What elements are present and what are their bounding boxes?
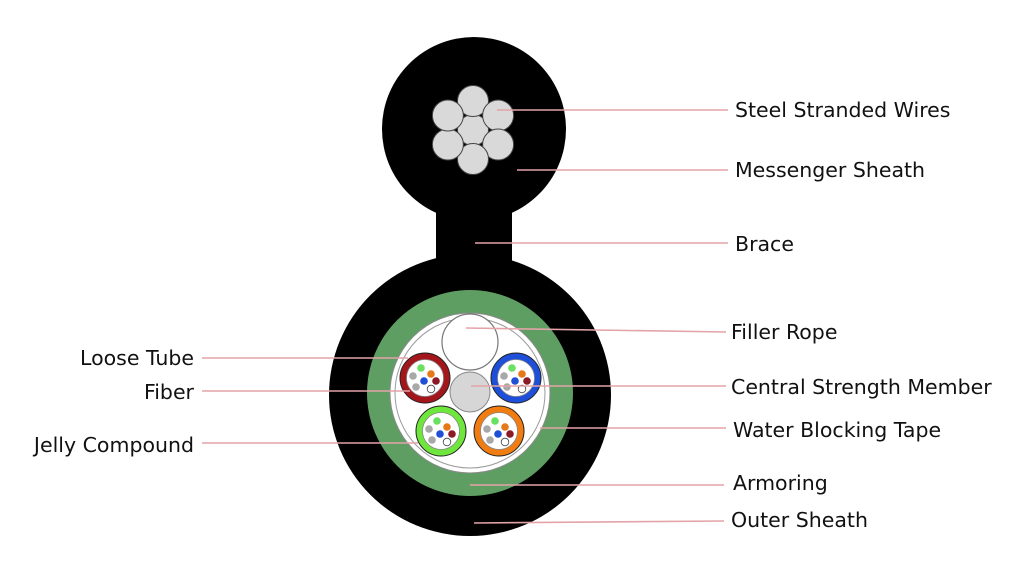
label-jelly-compound: Jelly Compound bbox=[32, 433, 194, 457]
leader-outer-sheath bbox=[473, 520, 725, 524]
fiber bbox=[506, 430, 514, 438]
label-filler-rope: Filler Rope bbox=[731, 320, 837, 344]
fiber bbox=[500, 372, 508, 380]
steel-stranded-wires bbox=[431, 85, 515, 175]
fiber bbox=[426, 384, 436, 394]
label-armoring: Armoring bbox=[733, 471, 828, 495]
filler-rope bbox=[441, 313, 499, 371]
fiber bbox=[425, 425, 433, 433]
fiber bbox=[412, 383, 420, 391]
label-brace: Brace bbox=[735, 232, 794, 256]
fiber bbox=[417, 364, 425, 372]
fiber bbox=[483, 425, 491, 433]
fiber bbox=[511, 377, 519, 385]
label-water-blocking-tape: Water Blocking Tape bbox=[733, 418, 941, 442]
label-steel-stranded-wires: Steel Stranded Wires bbox=[735, 98, 950, 122]
fiber bbox=[518, 370, 526, 378]
label-loose-tube: Loose Tube bbox=[80, 346, 194, 370]
fiber bbox=[508, 364, 516, 372]
fiber bbox=[436, 430, 444, 438]
label-central-strength-member: Central Strength Member bbox=[731, 375, 992, 399]
fiber bbox=[432, 377, 440, 385]
steel-wire bbox=[457, 85, 489, 117]
fiber bbox=[443, 423, 451, 431]
fiber bbox=[427, 370, 435, 378]
label-fiber: Fiber bbox=[144, 380, 195, 404]
label-messenger-sheath: Messenger Sheath bbox=[735, 158, 925, 182]
fiber bbox=[500, 437, 510, 447]
steel-wire bbox=[482, 99, 515, 132]
central-strength-member bbox=[449, 371, 491, 413]
fiber bbox=[491, 417, 499, 425]
fiber bbox=[494, 430, 502, 438]
fiber bbox=[428, 436, 436, 444]
fiber bbox=[433, 417, 441, 425]
fiber bbox=[523, 377, 531, 385]
fiber bbox=[420, 377, 428, 385]
fiber bbox=[501, 423, 509, 431]
loose-tubes bbox=[399, 352, 542, 457]
fiber bbox=[486, 436, 494, 444]
steel-wire bbox=[431, 99, 464, 132]
steel-wire bbox=[457, 143, 489, 175]
steel-wire bbox=[482, 128, 515, 161]
leader-filler-rope bbox=[465, 327, 727, 333]
fiber bbox=[409, 372, 417, 380]
fiber bbox=[442, 437, 452, 447]
fiber bbox=[503, 383, 511, 391]
label-outer-sheath: Outer Sheath bbox=[731, 508, 868, 532]
steel-wire bbox=[431, 128, 464, 161]
fiber bbox=[448, 430, 456, 438]
